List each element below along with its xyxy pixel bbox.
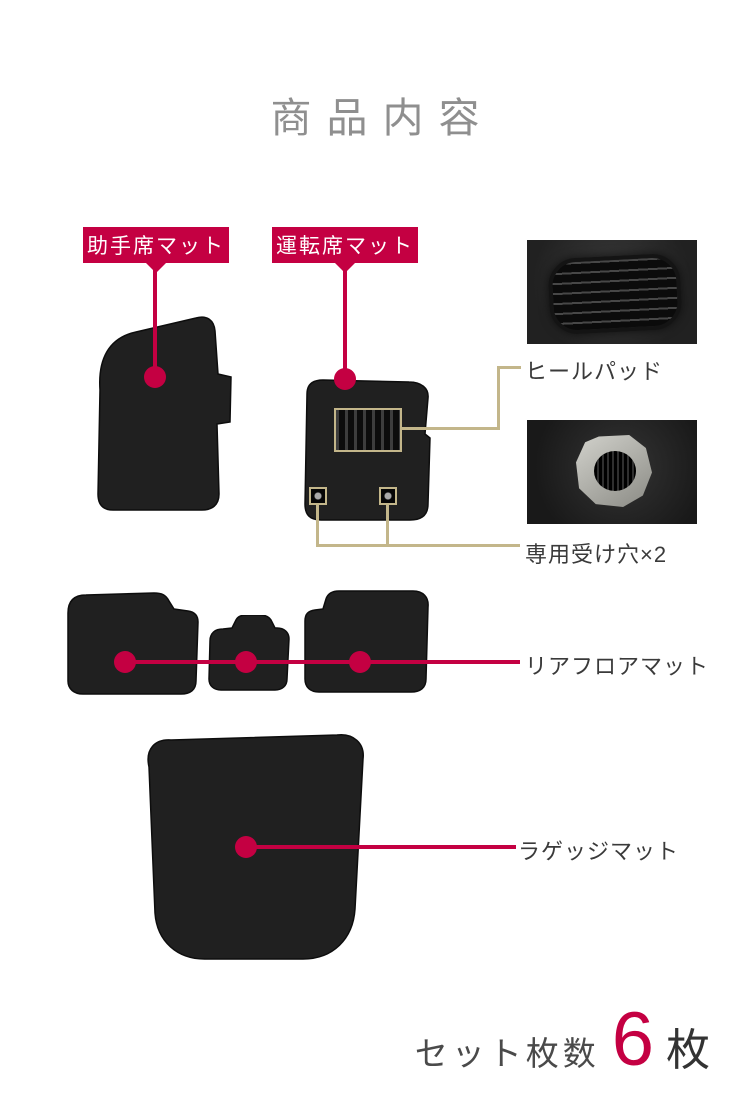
- holes-callout-line-left: [316, 504, 319, 547]
- passenger-mat-shape: [97, 316, 232, 511]
- receiving-hole-photo: [527, 420, 697, 524]
- driver-mat-badge-label: 運転席マット: [276, 235, 414, 258]
- rear-mat-left-dot: [114, 651, 136, 673]
- heel-pad-callout-line-bottom: [402, 427, 500, 430]
- receiving-holes-label: 専用受け穴×2: [525, 542, 668, 567]
- mat-receiving-hole-right: [379, 487, 397, 505]
- page-title: 商品内容: [270, 95, 495, 141]
- rear-mat-left-shape: [67, 592, 199, 695]
- heel-pad-photo: [527, 240, 697, 344]
- passenger-mat-badge-label: 助手席マット: [87, 235, 225, 258]
- luggage-callout-line: [244, 845, 516, 849]
- set-count-number: 6: [611, 997, 654, 1082]
- grommet-hole: [594, 451, 636, 491]
- holes-callout-line-right: [386, 504, 389, 547]
- passenger-callout-line: [153, 263, 157, 375]
- heel-pad-callout-line-vertical: [497, 366, 500, 430]
- heel-pad-inset: [334, 408, 402, 452]
- luggage-mat-dot: [235, 836, 257, 858]
- rear-mat-label: リアフロアマット: [525, 654, 710, 679]
- heel-pad-label: ヒールパッド: [525, 359, 664, 384]
- passenger-mat-dot: [144, 366, 166, 388]
- grommet-ring: [576, 435, 652, 507]
- driver-mat-badge: 運転席マット: [272, 227, 418, 263]
- heel-pad-closeup: [547, 252, 683, 336]
- passenger-mat-badge: 助手席マット: [83, 227, 229, 263]
- rear-mat-right-dot: [349, 651, 371, 673]
- set-count-label: セット枚数: [414, 1035, 600, 1072]
- mat-receiving-hole-left: [309, 487, 327, 505]
- rear-callout-line: [118, 660, 520, 664]
- set-count-unit: 枚: [666, 1026, 710, 1075]
- rear-mat-center-dot: [235, 651, 257, 673]
- set-count: セット枚数 6 枚: [415, 1002, 710, 1078]
- driver-mat-dot: [334, 368, 356, 390]
- rear-mat-right-shape: [304, 590, 429, 693]
- heel-pad-callout-line-top: [497, 366, 521, 369]
- driver-callout-line: [343, 263, 347, 377]
- luggage-mat-label: ラゲッジマット: [518, 839, 680, 864]
- holes-callout-line-horizontal: [316, 544, 520, 547]
